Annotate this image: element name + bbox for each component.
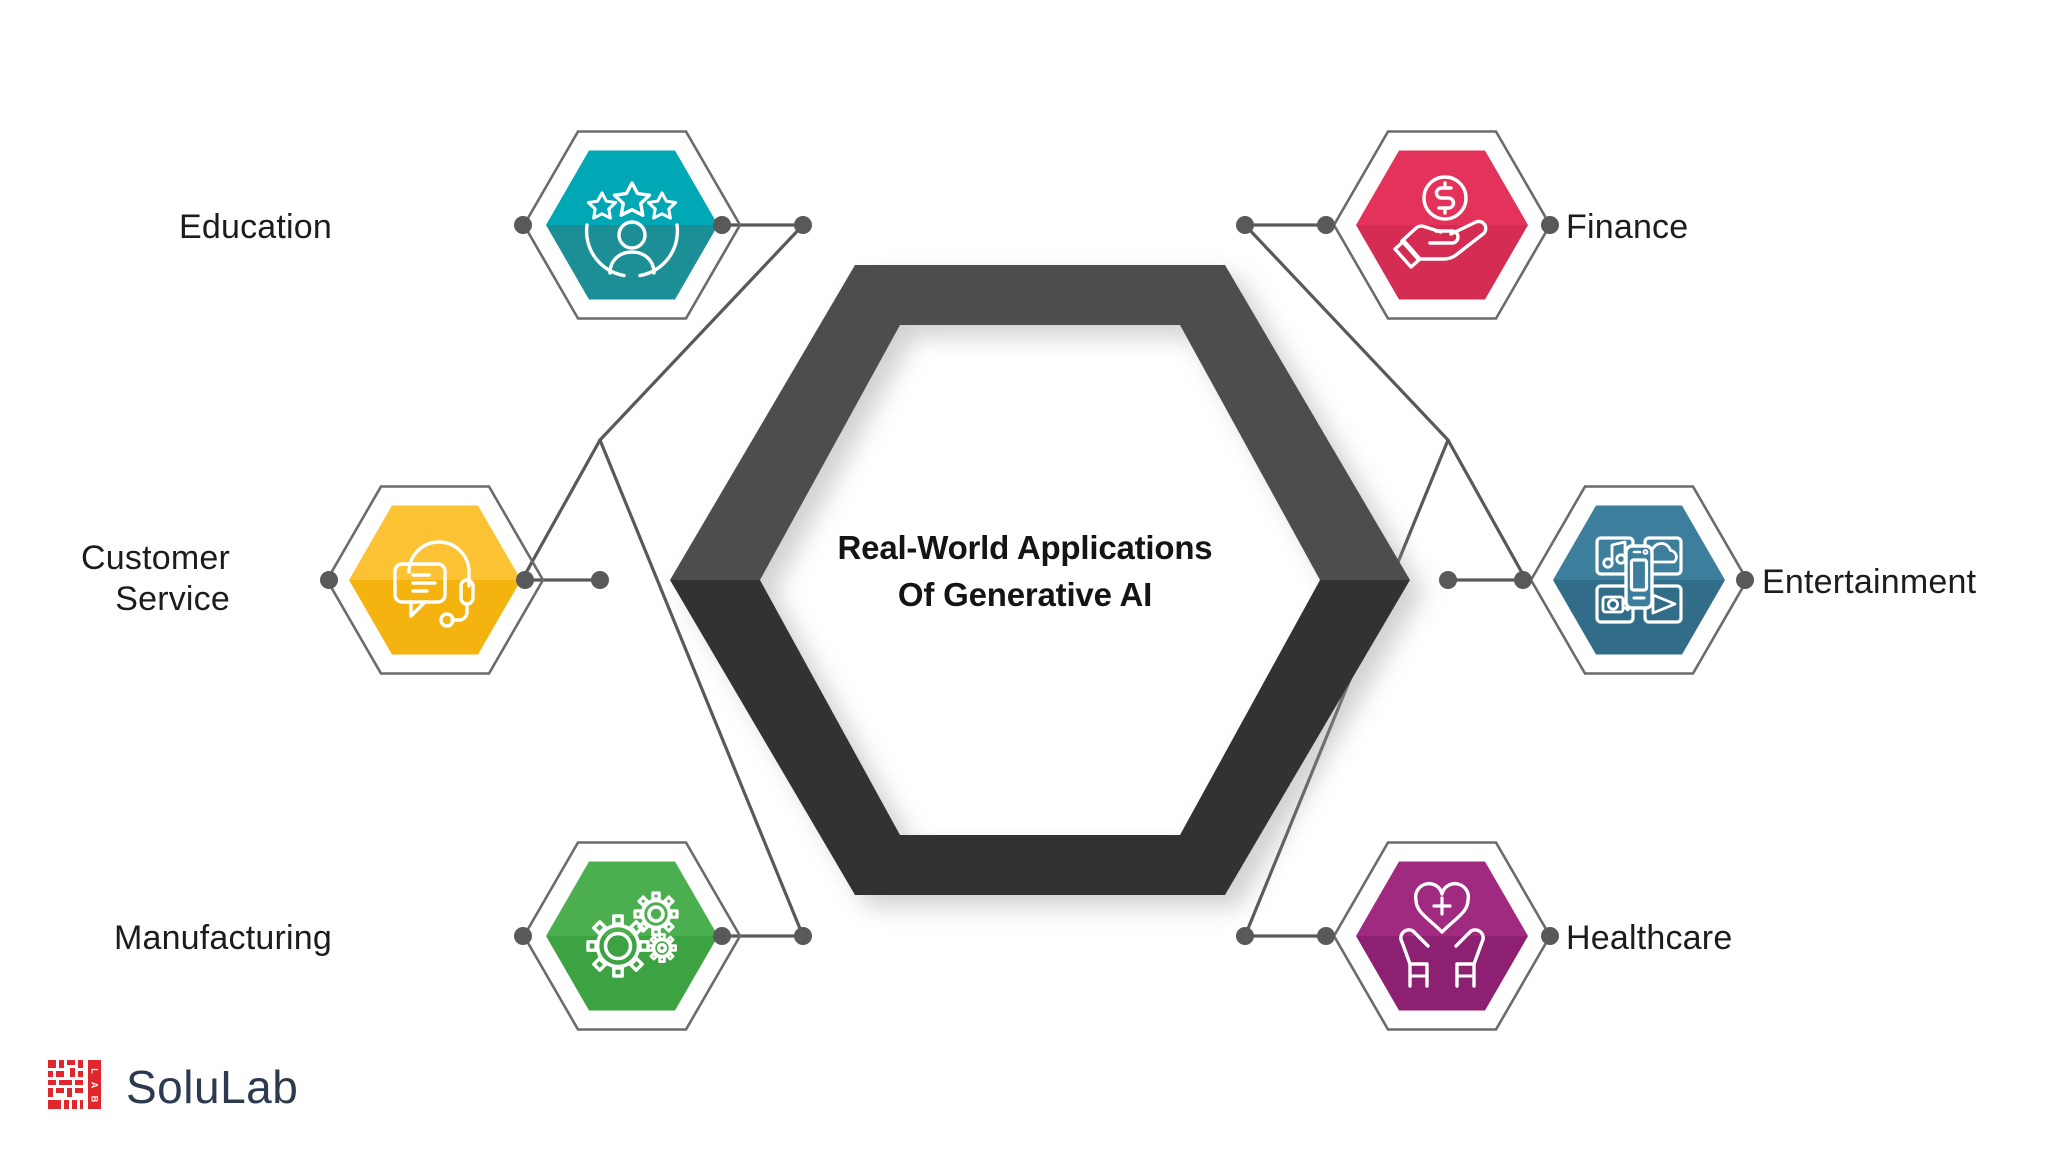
node-manufacturing[interactable] bbox=[522, 841, 742, 1031]
node-label-finance[interactable]: Finance bbox=[1566, 208, 1689, 246]
hex-fill-healthcare bbox=[1356, 861, 1528, 1011]
hex-outline bbox=[325, 485, 545, 675]
node-label-entertainment[interactable]: Entertainment bbox=[1762, 563, 1977, 601]
node-education[interactable] bbox=[522, 130, 742, 320]
hand-coin-icon bbox=[1393, 175, 1488, 269]
headset-chat-icon bbox=[393, 540, 475, 628]
connector-dot bbox=[1317, 216, 1335, 234]
node-finance[interactable] bbox=[1332, 130, 1552, 320]
connector-dot bbox=[713, 216, 731, 234]
connector-dot bbox=[1236, 216, 1254, 234]
svg-text:A: A bbox=[90, 1082, 100, 1089]
svg-text:L: L bbox=[90, 1068, 100, 1074]
hands-heart-cross-icon bbox=[1399, 881, 1485, 988]
connector-dot bbox=[1736, 571, 1754, 589]
connector-dot bbox=[1236, 927, 1254, 945]
connector-dot bbox=[1439, 571, 1457, 589]
hex-fill-customer-service bbox=[349, 505, 521, 655]
connector-line bbox=[598, 438, 805, 938]
connector-line bbox=[520, 438, 602, 582]
hex-fill-education bbox=[546, 150, 718, 300]
connector-dot bbox=[794, 216, 812, 234]
hex-outline bbox=[522, 130, 742, 320]
node-label-customer-service[interactable]: Customer Service bbox=[81, 539, 230, 619]
page-title: Real-World Applications Of Generative AI bbox=[837, 529, 1213, 613]
person-stars-icon bbox=[584, 181, 680, 278]
svg-text:B: B bbox=[90, 1096, 100, 1103]
node-label-education[interactable]: Education bbox=[178, 208, 332, 246]
connector-dots bbox=[320, 216, 1754, 945]
node-customer-service[interactable] bbox=[325, 485, 545, 675]
connector-dot bbox=[1317, 927, 1335, 945]
connector-dot bbox=[516, 571, 534, 589]
connector-dot bbox=[320, 571, 338, 589]
brand-logo[interactable]: L A B SoluLab bbox=[48, 1058, 298, 1116]
gears-icon bbox=[586, 891, 679, 978]
hex-outline bbox=[522, 841, 742, 1031]
connector-dot bbox=[514, 216, 532, 234]
connector-dot bbox=[1541, 927, 1559, 945]
connector-dot bbox=[1541, 216, 1559, 234]
connector-dot bbox=[1514, 571, 1532, 589]
hex-fill-manufacturing bbox=[546, 861, 718, 1011]
media-phone-icon bbox=[1595, 536, 1683, 624]
connector-dot bbox=[713, 927, 731, 945]
connector-dot bbox=[794, 927, 812, 945]
node-entertainment[interactable] bbox=[1529, 485, 1749, 675]
brand-name: SoluLab bbox=[126, 1061, 299, 1113]
connector-line bbox=[1243, 223, 1450, 442]
hex-fill-finance bbox=[1356, 150, 1528, 300]
solulab-mark-icon: L A B bbox=[48, 1060, 101, 1109]
node-label-manufacturing[interactable]: Manufacturing bbox=[113, 919, 332, 957]
node-healthcare[interactable] bbox=[1332, 841, 1552, 1031]
node-label-healthcare[interactable]: Healthcare bbox=[1566, 919, 1733, 957]
connector-line bbox=[1446, 438, 1528, 582]
connector-dot bbox=[591, 571, 609, 589]
connector-line bbox=[598, 223, 805, 442]
connector-dot bbox=[514, 927, 532, 945]
